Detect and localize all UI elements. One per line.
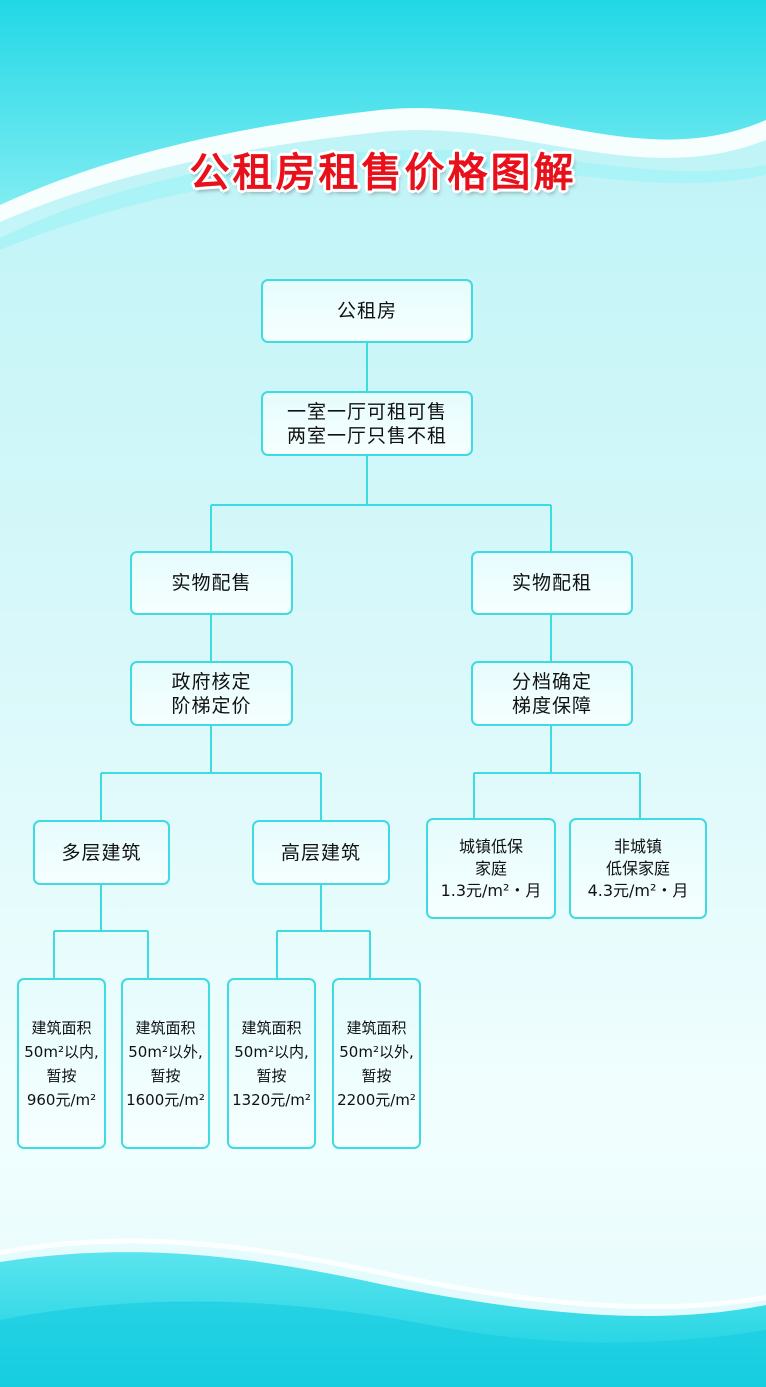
node-high-rise[interactable]: 高层建筑 xyxy=(252,820,390,885)
node-non-urban-low-income-family[interactable]: 非城镇 低保家庭 4.3元/m²・月 xyxy=(569,818,707,919)
node-urban-low-income-family[interactable]: 城镇低保 家庭 1.3元/m²・月 xyxy=(426,818,556,919)
node-label: 多层建筑 xyxy=(61,841,142,864)
node-line: 960元/m² xyxy=(26,1090,97,1109)
node-line: 阶梯定价 xyxy=(171,694,252,717)
node-line: 建筑面积 xyxy=(346,1018,407,1037)
node-line: 非城镇 xyxy=(613,836,662,856)
node-line: 暂按 xyxy=(150,1066,181,1085)
node-line: 2200元/m² xyxy=(337,1090,416,1109)
node-physical-sale[interactable]: 实物配售 xyxy=(130,551,293,615)
node-line: 一室一厅可租可售 xyxy=(286,400,447,423)
node-line: 50m²以外, xyxy=(339,1042,414,1061)
node-line: 两室一厅只售不租 xyxy=(286,424,447,447)
node-label: 实物配售 xyxy=(171,572,252,594)
node-multi-storey[interactable]: 多层建筑 xyxy=(33,820,170,885)
node-high-rise-over-50[interactable]: 建筑面积 50m²以外, 暂按 2200元/m² xyxy=(332,978,421,1149)
node-rent-pricing-method[interactable]: 分档确定 梯度保障 xyxy=(471,661,633,726)
node-line: 暂按 xyxy=(256,1066,287,1085)
node-label: 公租房 xyxy=(336,300,397,322)
node-line: 建筑面积 xyxy=(31,1018,92,1037)
node-line: 1600元/m² xyxy=(126,1090,205,1109)
node-line: 政府核定 xyxy=(171,670,252,693)
node-line: 50m²以内, xyxy=(24,1042,99,1061)
node-line: 家庭 xyxy=(474,858,507,878)
node-line: 1320元/m² xyxy=(232,1090,311,1109)
node-physical-rent[interactable]: 实物配租 xyxy=(471,551,633,615)
node-line: 4.3元/m²・月 xyxy=(587,880,689,900)
node-line: 建筑面积 xyxy=(135,1018,196,1037)
node-multi-storey-under-50[interactable]: 建筑面积 50m²以内, 暂按 960元/m² xyxy=(17,978,106,1149)
node-multi-storey-over-50[interactable]: 建筑面积 50m²以外, 暂按 1600元/m² xyxy=(121,978,210,1149)
node-label: 高层建筑 xyxy=(280,841,361,864)
node-line: 暂按 xyxy=(361,1066,392,1085)
node-label: 实物配租 xyxy=(511,572,592,594)
node-unit-policy[interactable]: 一室一厅可租可售 两室一厅只售不租 xyxy=(261,391,473,456)
node-line: 50m²以外, xyxy=(128,1042,203,1061)
node-line: 暂按 xyxy=(46,1066,77,1085)
node-line: 1.3元/m²・月 xyxy=(440,880,542,900)
node-sale-pricing-method[interactable]: 政府核定 阶梯定价 xyxy=(130,661,293,726)
node-line: 梯度保障 xyxy=(511,694,592,717)
node-line: 城镇低保 xyxy=(458,836,523,856)
page-title: 公租房租售价格图解 xyxy=(189,150,577,196)
node-line: 低保家庭 xyxy=(605,858,670,878)
node-high-rise-under-50[interactable]: 建筑面积 50m²以内, 暂按 1320元/m² xyxy=(227,978,316,1149)
node-line: 建筑面积 xyxy=(241,1018,302,1037)
node-public-rental-housing[interactable]: 公租房 xyxy=(261,279,473,343)
node-line: 50m²以内, xyxy=(234,1042,309,1061)
node-line: 分档确定 xyxy=(511,670,592,693)
